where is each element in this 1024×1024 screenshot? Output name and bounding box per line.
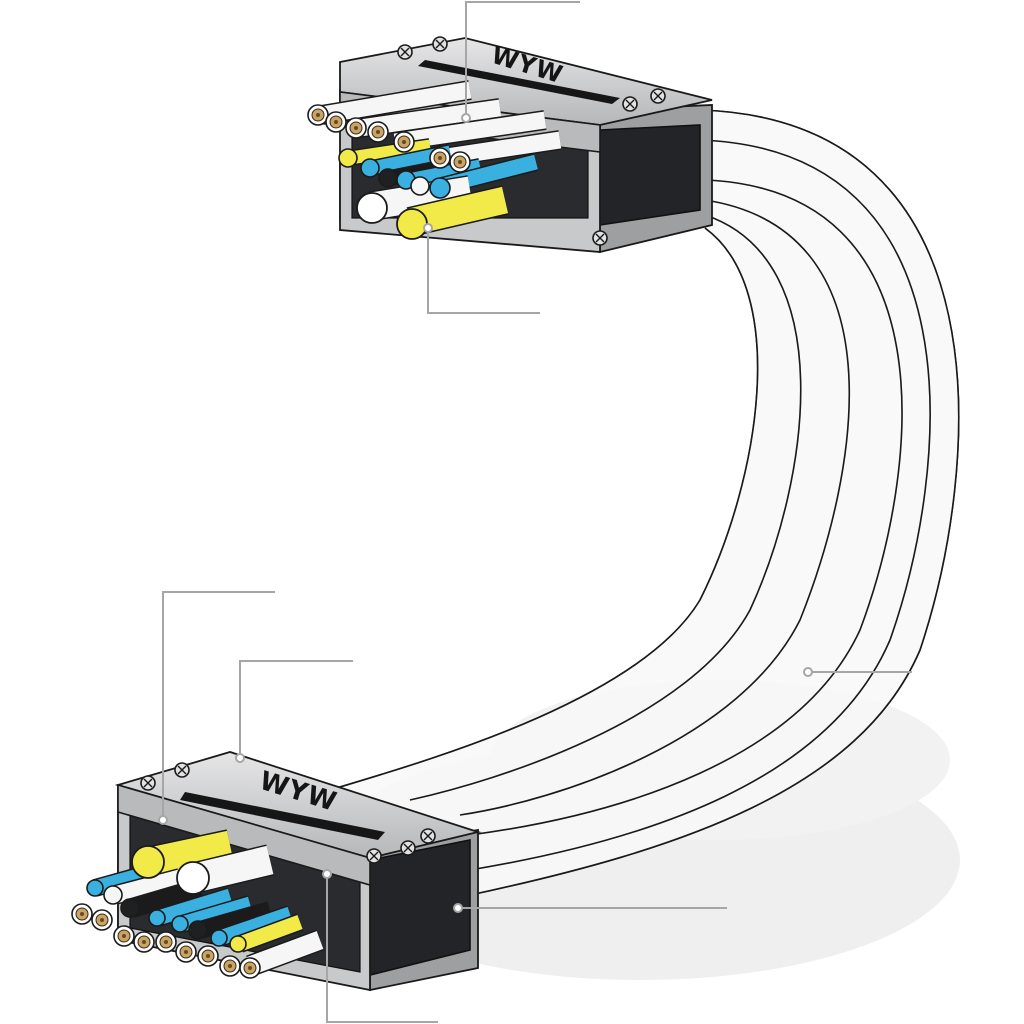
copper-conductor-icon bbox=[219, 955, 241, 977]
copper-conductor-icon bbox=[155, 931, 177, 953]
copper-conductor-icon bbox=[449, 151, 471, 173]
callout-lines bbox=[162, 1, 912, 1023]
callout-top-wire bbox=[427, 228, 540, 314]
copper-conductor-icon bbox=[345, 117, 367, 139]
bottom-wire-ends bbox=[71, 845, 261, 979]
copper-conductor-icon bbox=[175, 941, 197, 963]
screw-icon bbox=[140, 775, 156, 791]
copper-conductor-icon bbox=[325, 111, 347, 133]
copper-conductor-icon bbox=[367, 121, 389, 143]
copper-conductor-icon bbox=[307, 104, 329, 126]
screw-icon bbox=[432, 36, 448, 52]
copper-conductor-icon bbox=[197, 945, 219, 967]
cable-body bbox=[330, 110, 959, 895]
screw-icon bbox=[366, 848, 382, 864]
copper-conductor-icon bbox=[133, 931, 155, 953]
copper-conductor-icon bbox=[393, 131, 415, 153]
callout-top-lid bbox=[465, 1, 580, 118]
callout-dots bbox=[158, 113, 813, 913]
copper-conductor-icon bbox=[113, 925, 135, 947]
callout-bottom-frame bbox=[326, 874, 438, 1023]
screw-icon bbox=[174, 762, 190, 778]
callout-bottom-window bbox=[162, 591, 275, 820]
screw-icon bbox=[622, 96, 638, 112]
callout-bottom-lid bbox=[239, 660, 353, 758]
copper-conductor-icon bbox=[71, 903, 93, 925]
top-wire-ends bbox=[307, 104, 471, 240]
cable-lines-overlay bbox=[329, 109, 960, 896]
copper-conductor-icon bbox=[91, 909, 113, 931]
copper-conductor-icon bbox=[239, 957, 261, 979]
copper-conductor-icon bbox=[429, 147, 451, 169]
screw-icon bbox=[592, 230, 608, 246]
top-connector: WYW bbox=[307, 36, 713, 254]
screw-icon bbox=[650, 88, 666, 104]
bottom-connector: WYW bbox=[71, 751, 482, 992]
screw-icon bbox=[397, 44, 413, 60]
screw-icon bbox=[400, 840, 416, 856]
screw-icon bbox=[420, 828, 436, 844]
